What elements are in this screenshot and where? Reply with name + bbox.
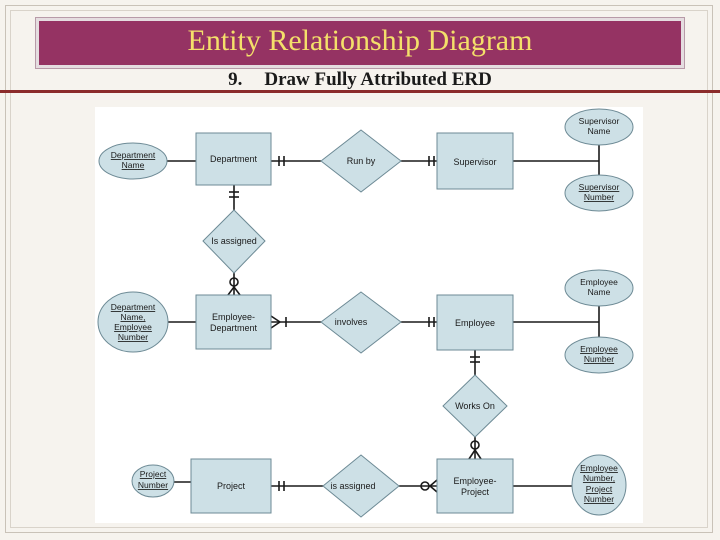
attribute-employee-number-project-number: Employee Number, Project Number	[571, 454, 627, 516]
svg-text:Project: Project	[461, 487, 490, 497]
marker-empproj-zero-many-top	[468, 440, 482, 460]
svg-text:Employee: Employee	[580, 344, 618, 354]
relationship-run-by: Run by	[320, 129, 402, 193]
svg-text:Project: Project	[586, 484, 613, 494]
svg-text:Number: Number	[118, 332, 148, 342]
svg-text:Number: Number	[138, 480, 168, 490]
svg-text:Department: Department	[210, 323, 258, 333]
relationship-works-on: Works On	[442, 374, 508, 438]
svg-text:involves: involves	[335, 317, 368, 327]
marker-empproj-zero-many-left	[420, 479, 438, 493]
svg-text:Name: Name	[588, 287, 611, 297]
marker-employee-one	[428, 317, 435, 327]
svg-text:Project: Project	[217, 481, 246, 491]
svg-text:Number: Number	[584, 354, 614, 364]
svg-text:Employee: Employee	[580, 463, 618, 473]
svg-text:Employee-: Employee-	[212, 312, 255, 322]
relationship-is-assigned-department: Is assigned	[202, 209, 266, 274]
svg-text:Employee: Employee	[455, 318, 495, 328]
svg-text:Department: Department	[111, 302, 156, 312]
svg-text:Employee-: Employee-	[453, 476, 496, 486]
attribute-project-number: Project Number	[131, 464, 175, 498]
title-banner: Entity Relationship Diagram	[36, 18, 684, 68]
svg-text:Department: Department	[111, 150, 156, 160]
relationship-is-assigned-project: is assigned	[322, 454, 400, 518]
attribute-department-name-employee-number: Department Name, Employee Number	[97, 291, 169, 353]
slide-frame-inner	[10, 10, 708, 528]
attribute-supervisor-name: Supervisor Name	[564, 108, 634, 146]
erd-canvas: Department Name Supervisor Name Supervis…	[97, 108, 634, 518]
svg-text:Run by: Run by	[347, 156, 376, 166]
slide-title: Entity Relationship Diagram	[187, 24, 533, 57]
marker-department-one	[278, 156, 285, 166]
svg-text:Supervisor: Supervisor	[579, 182, 620, 192]
svg-text:Name: Name	[122, 160, 145, 170]
marker-employee-one-bottom	[470, 356, 480, 363]
svg-text:Number,: Number,	[583, 473, 615, 483]
entity-project: Project	[190, 458, 272, 514]
svg-text:Number: Number	[584, 494, 614, 504]
entity-department: Department	[195, 132, 272, 186]
attribute-employee-number: Employee Number	[564, 336, 634, 374]
svg-text:Works On: Works On	[455, 401, 495, 411]
svg-text:Number: Number	[584, 192, 614, 202]
marker-empdept-one-many	[270, 315, 287, 329]
svg-text:Department: Department	[210, 154, 258, 164]
entity-employee: Employee	[436, 294, 514, 351]
attribute-department-name: Department Name	[98, 142, 168, 180]
slide-frame-outer	[5, 5, 713, 533]
attribute-supervisor-number: Supervisor Number	[564, 174, 634, 212]
step-number: 9.	[228, 69, 243, 90]
title-underline-rule	[0, 90, 720, 93]
entity-supervisor: Supervisor	[436, 132, 514, 190]
svg-text:Supervisor: Supervisor	[579, 116, 620, 126]
svg-text:Employee: Employee	[114, 322, 152, 332]
entity-employee-project: Employee- Project	[436, 458, 514, 514]
relationship-involves: involves	[320, 291, 402, 354]
marker-supervisor-one	[428, 156, 435, 166]
svg-text:Employee: Employee	[580, 277, 618, 287]
marker-empdept-zero-many-top	[227, 277, 241, 296]
svg-text:Supervisor: Supervisor	[453, 157, 496, 167]
svg-text:is assigned: is assigned	[330, 481, 375, 491]
marker-project-one	[278, 481, 285, 491]
svg-text:Is assigned: Is assigned	[211, 236, 257, 246]
svg-text:Project: Project	[140, 469, 167, 479]
attribute-employee-name: Employee Name	[564, 269, 634, 307]
step-text: Draw Fully Attributed ERD	[264, 69, 492, 90]
entity-employee-department: Employee- Department	[195, 294, 272, 350]
marker-department-one-bottom	[229, 191, 239, 198]
erd-diagram: Department Name Supervisor Name Supervis…	[95, 107, 643, 523]
slide-subtitle: 9. Draw Fully Attributed ERD	[0, 69, 720, 91]
svg-text:Name: Name	[588, 126, 611, 136]
svg-text:Name,: Name,	[120, 312, 145, 322]
